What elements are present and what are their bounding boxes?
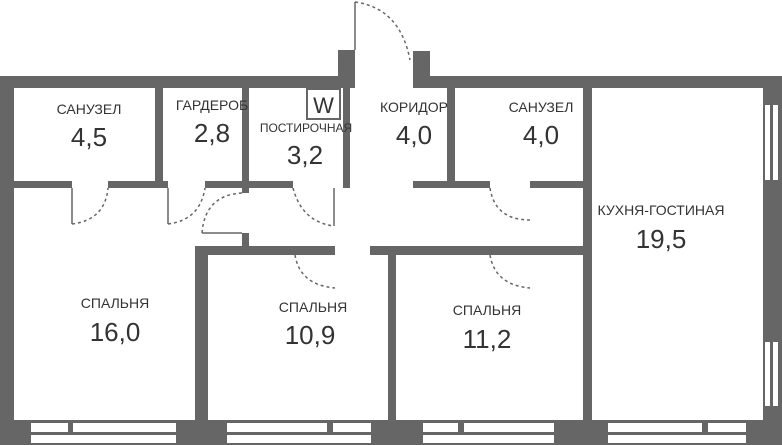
room-name-bathroom-1: САНУЗЕЛ (57, 101, 122, 117)
window (608, 423, 702, 432)
doors (71, 1, 531, 289)
door (201, 192, 243, 234)
room-area-bedroom-1: 16,0 (90, 317, 141, 347)
wall (14, 181, 72, 188)
window (765, 342, 770, 406)
window (464, 423, 554, 432)
room-name-bedroom-1: СПАЛЬНЯ (81, 295, 149, 311)
wall (370, 246, 590, 255)
wall (343, 88, 350, 188)
windows (31, 105, 778, 443)
room-area-bedroom-3: 11,2 (463, 324, 512, 354)
window (227, 423, 327, 432)
wall (530, 181, 590, 188)
window (765, 105, 770, 180)
window (227, 435, 371, 443)
window (73, 423, 176, 432)
window (31, 423, 68, 432)
window (333, 423, 371, 432)
wall (447, 88, 455, 188)
room-name-wardrobe: ГАРДЕРОБ (176, 97, 248, 113)
door (294, 254, 336, 289)
outer-wall-top-left (0, 76, 350, 88)
entrance-wall-left (338, 50, 355, 88)
wall (388, 246, 396, 420)
entrance-door (354, 1, 411, 61)
wall (155, 88, 163, 181)
wall (195, 246, 208, 420)
door (71, 187, 109, 225)
wall (242, 88, 249, 193)
window (773, 342, 778, 406)
room-name-bedroom-3: СПАЛЬНЯ (453, 302, 521, 318)
washer-icon (306, 88, 341, 120)
room-name-bathroom-2: САНУЗЕЛ (509, 99, 574, 115)
door (489, 254, 531, 289)
room-area-laundry: 3,2 (287, 140, 323, 170)
outer-wall-left (0, 76, 14, 445)
wall (242, 233, 249, 246)
window (773, 105, 778, 180)
window (423, 423, 458, 432)
wall (195, 246, 335, 255)
room-area-bathroom-2: 4,0 (523, 120, 559, 150)
window (708, 423, 746, 432)
washer: W (306, 88, 341, 120)
room-area-bedroom-2: 10,9 (285, 320, 336, 350)
window (31, 435, 176, 443)
room-area-wardrobe: 2,8 (194, 118, 230, 148)
wall (583, 88, 592, 420)
room-name-bedroom-2: СПАЛЬНЯ (279, 299, 347, 315)
room-name-kitchen-living: КУХНЯ-ГОСТИНАЯ (598, 202, 725, 218)
room-labels: САНУЗЕЛ 4,5 ГАРДЕРОБ 2,8 ПОСТИРОЧНАЯ 3,2… (57, 97, 725, 354)
entrance-wall-right (413, 51, 430, 88)
washer-label: W (313, 93, 334, 118)
outer-wall-top-right (413, 76, 782, 88)
room-name-corridor: КОРИДОР (380, 99, 448, 115)
door (167, 187, 206, 225)
window (608, 435, 746, 443)
window (423, 435, 554, 443)
room-name-laundry: ПОСТИРОЧНАЯ (260, 121, 352, 135)
room-area-kitchen-living: 19,5 (636, 224, 687, 254)
wall (108, 181, 168, 188)
room-area-corridor: 4,0 (396, 120, 432, 150)
door (292, 187, 335, 227)
room-area-bathroom-1: 4,5 (71, 122, 107, 152)
door (489, 187, 531, 221)
